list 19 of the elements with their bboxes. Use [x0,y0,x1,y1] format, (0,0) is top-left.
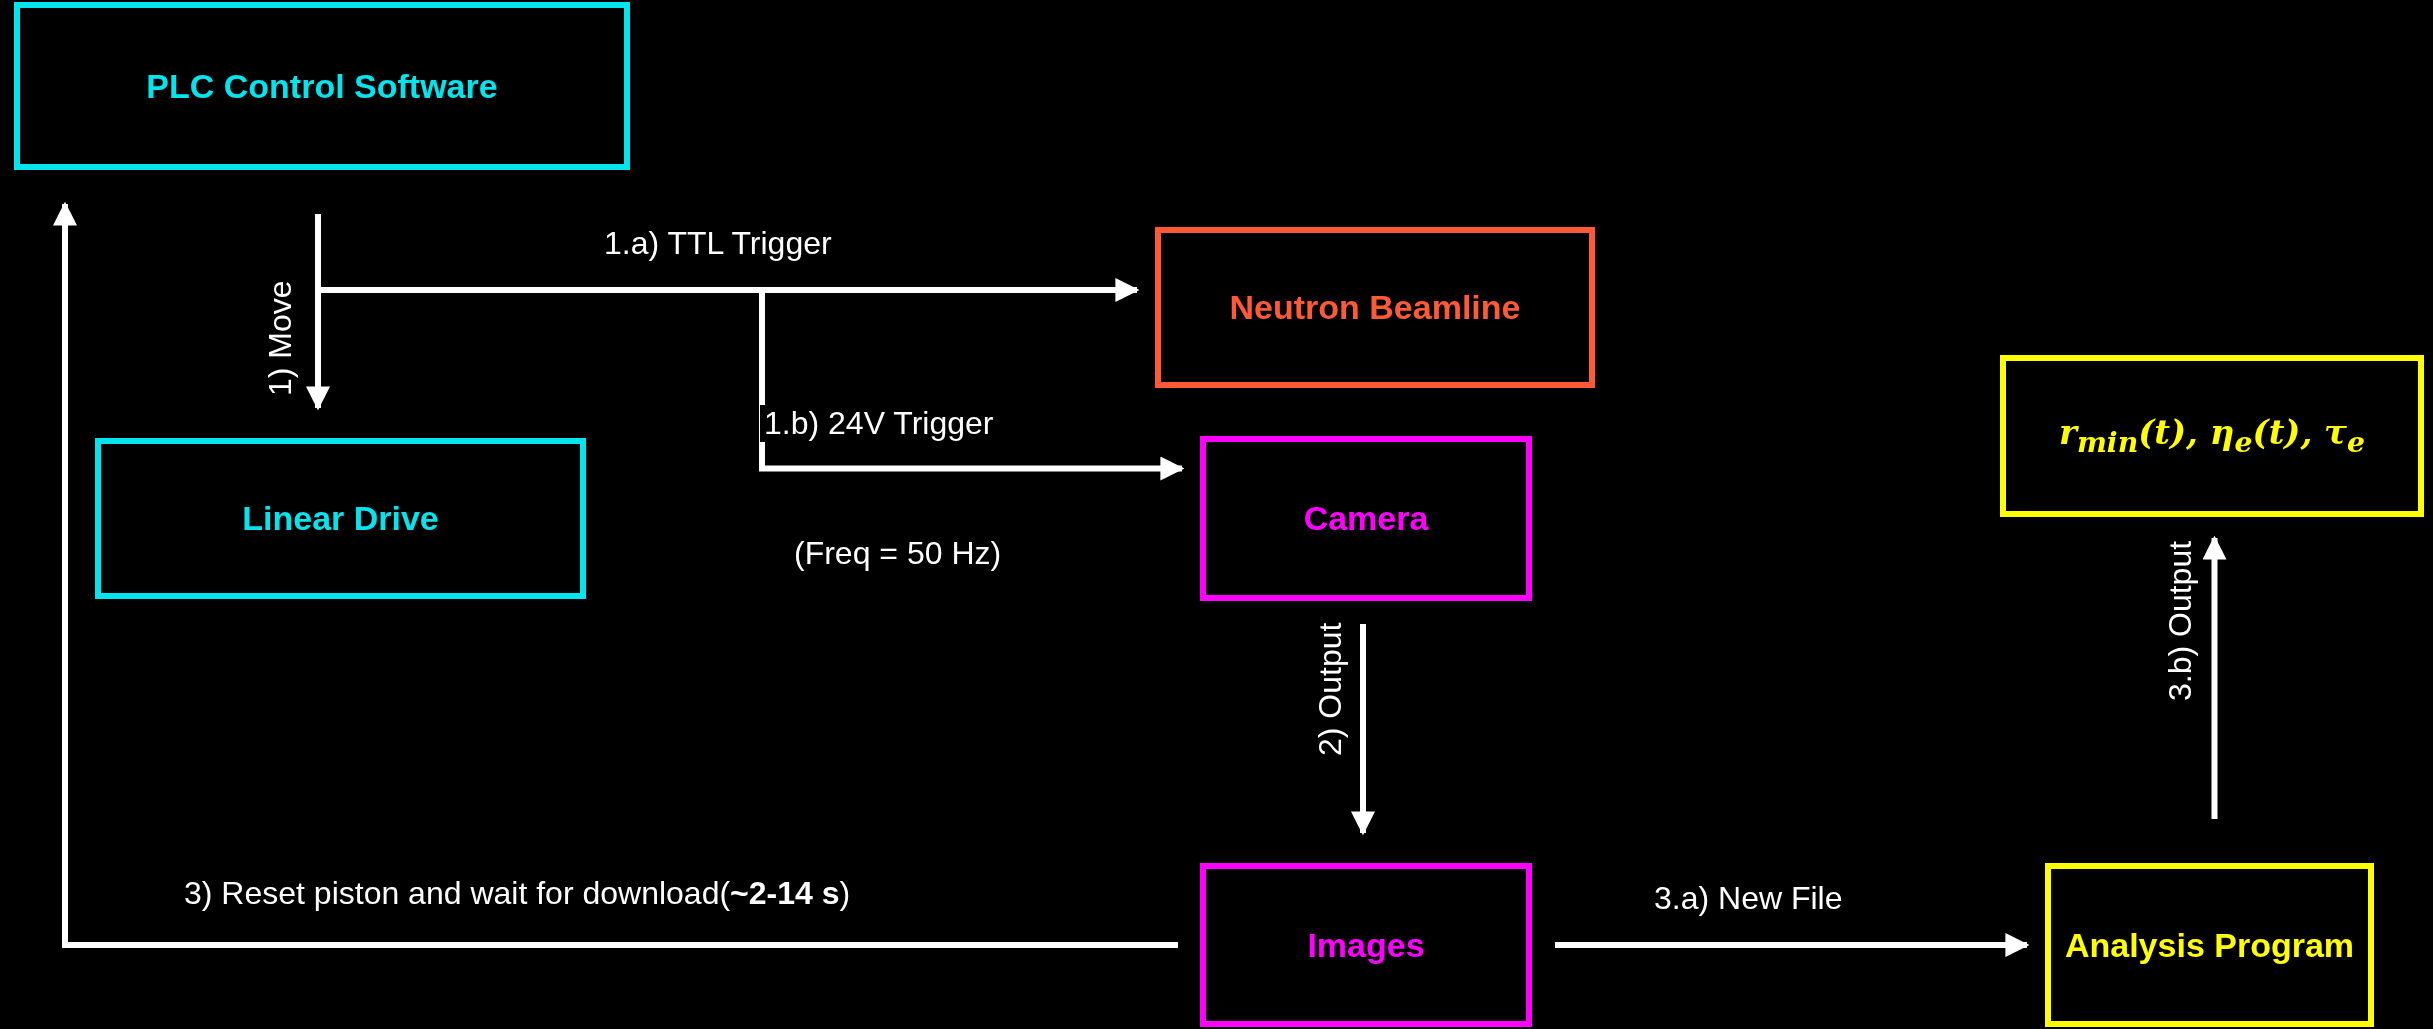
process-box [1155,227,1595,388]
formula: r$_{min}$(t), η$_{e}$(t), τ$_{e}$ [2057,411,2366,462]
arrow [53,201,1178,948]
arrow [1351,624,1375,836]
arrow [2202,535,2227,819]
box-label: PLC Control Software [145,65,499,107]
box-label: Camera [1302,498,1430,540]
process-box [1200,436,1532,601]
process-box [14,2,630,170]
process-box [2045,863,2374,1027]
arrow [1555,933,2030,957]
process-box [95,438,586,599]
arrow [315,214,1185,481]
box-label: Linear Drive [241,498,440,540]
box-label: Analysis Program [2063,924,2356,966]
process-box [2000,355,2424,517]
box-label: Neutron Beamline [1228,287,1522,329]
box-label: Images [1306,924,1426,966]
process-box [1200,863,1532,1027]
